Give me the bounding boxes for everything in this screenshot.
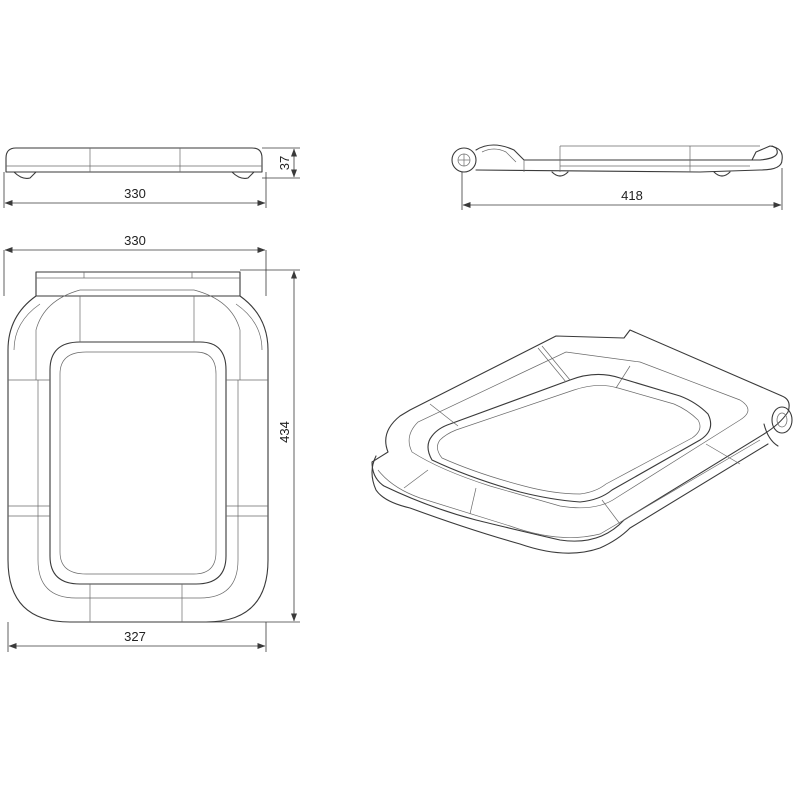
top-width-label: 330 (124, 233, 146, 248)
bottom-width-label: 327 (124, 629, 146, 644)
side-view (451, 144, 783, 210)
top-length-label: 434 (277, 421, 292, 443)
top-view (3, 247, 300, 652)
front-view (3, 147, 300, 208)
front-width-label: 330 (124, 186, 146, 201)
side-length-label: 418 (621, 188, 643, 203)
isometric-view (371, 329, 793, 554)
front-height-label: 37 (277, 156, 292, 170)
